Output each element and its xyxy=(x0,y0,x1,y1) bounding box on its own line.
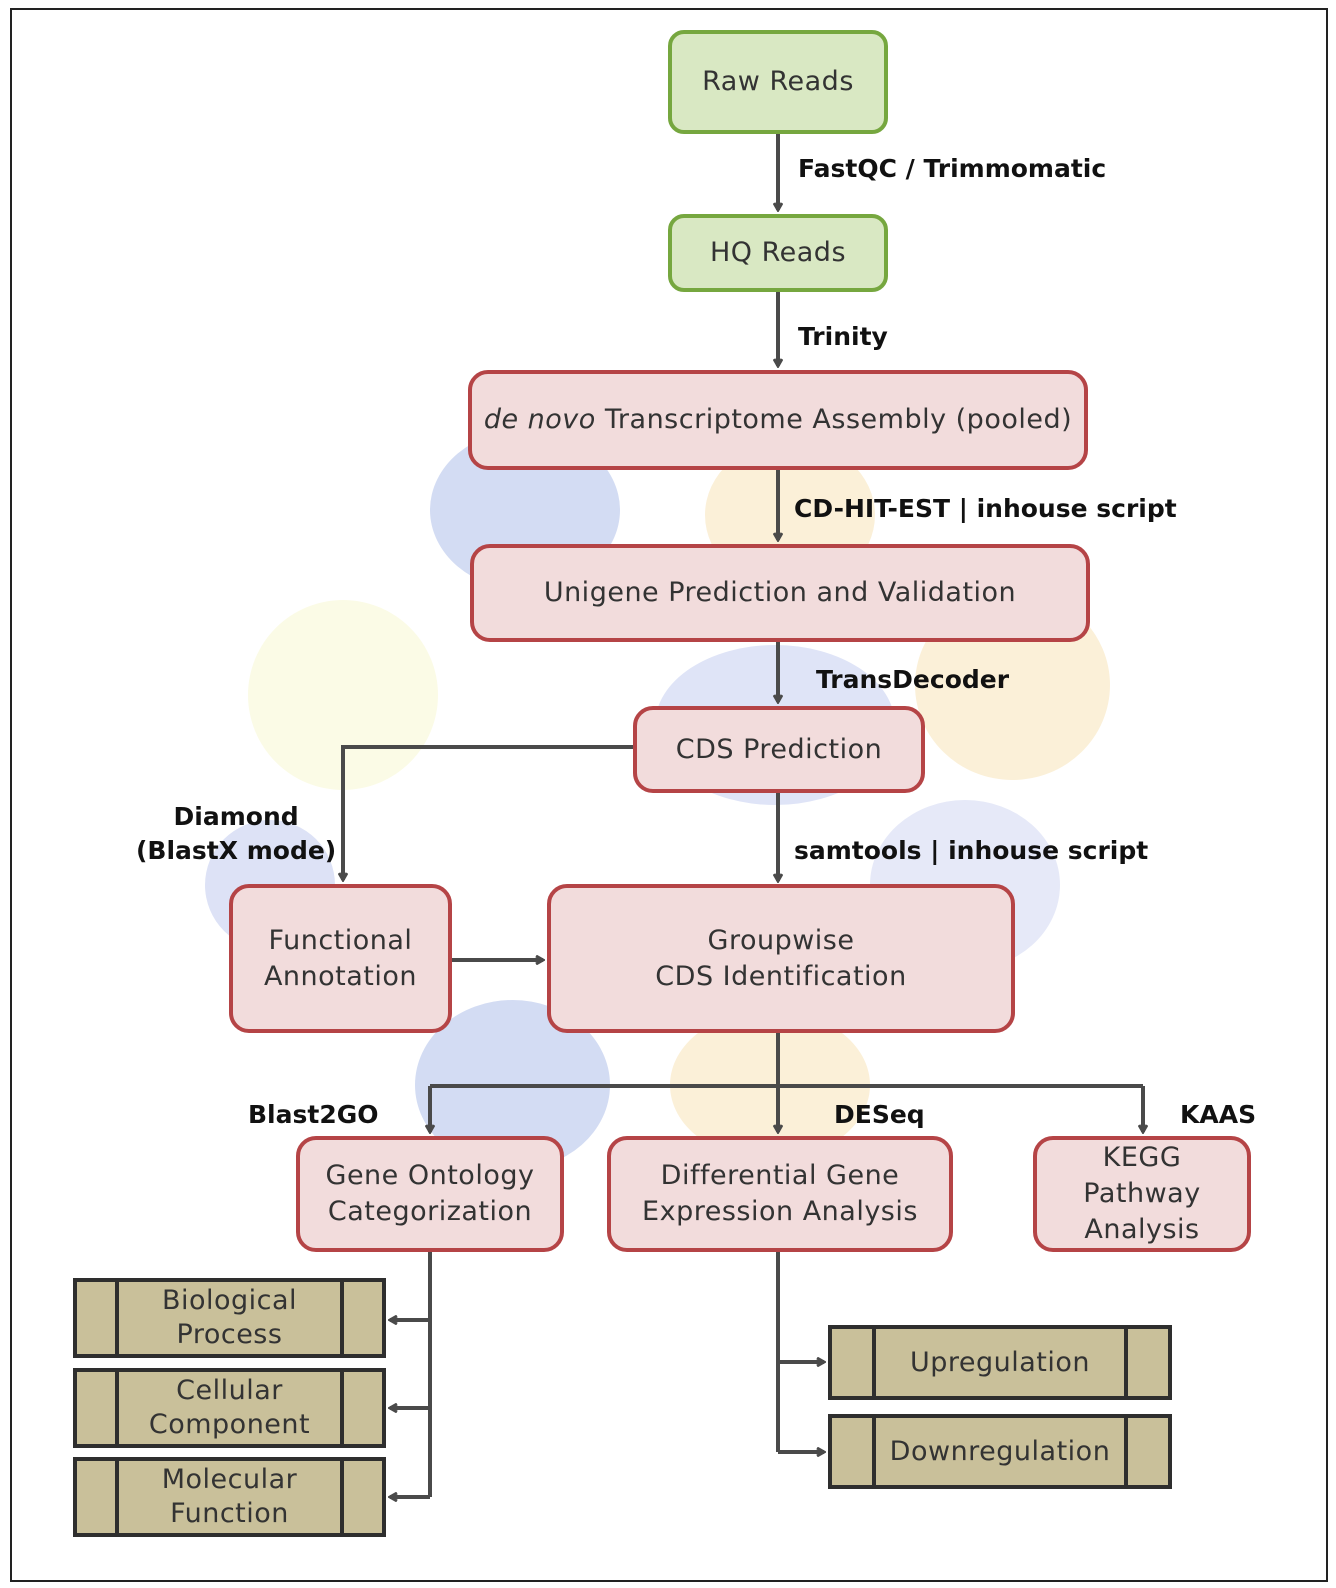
edge-label-blast2go: Blast2GO xyxy=(248,1100,379,1129)
node-kegg-pathway: KEGG Pathway Analysis xyxy=(1033,1136,1251,1252)
node-downregulation: Downregulation xyxy=(828,1414,1172,1489)
edge-label-kaas: KAAS xyxy=(1180,1100,1257,1129)
node-cellular-component: Cellular Component xyxy=(73,1368,386,1448)
node-assembly: de novo Transcriptome Assembly (pooled) xyxy=(468,370,1088,470)
edge-label-transdecoder: TransDecoder xyxy=(816,665,1010,694)
assembly-text: Transcriptome Assembly (pooled) xyxy=(595,404,1073,435)
box-bar-right xyxy=(340,1461,344,1533)
node-upregulation: Upregulation xyxy=(828,1325,1172,1400)
edge-label-cdhit: CD-HIT-EST | inhouse script xyxy=(794,494,1177,523)
edge-label-diamond: Diamond (BlastX mode) xyxy=(136,802,337,865)
box-bar-left xyxy=(115,1461,119,1533)
arrow-cds-to-functional xyxy=(343,745,633,880)
node-cds-prediction: CDS Prediction xyxy=(633,706,925,793)
box-bar-right xyxy=(340,1282,344,1354)
box-bar-right xyxy=(1124,1418,1128,1485)
node-differential-expression: Differential Gene Expression Analysis xyxy=(607,1136,953,1252)
box-bar-left xyxy=(872,1418,876,1485)
node-functional-annotation: Functional Annotation xyxy=(229,884,452,1033)
assembly-italic-text: de novo xyxy=(483,404,596,435)
edge-label-fastqc: FastQC / Trimmomatic xyxy=(798,154,1107,183)
box-bar-left xyxy=(115,1372,119,1444)
box-bar-left xyxy=(115,1282,119,1354)
node-groupwise-cds: Groupwise CDS Identification xyxy=(547,884,1015,1033)
edge-label-trinity: Trinity xyxy=(798,322,888,351)
node-hq-reads: HQ Reads xyxy=(668,214,888,292)
node-biological-process: Biological Process xyxy=(73,1278,386,1358)
node-raw-reads: Raw Reads xyxy=(668,30,888,134)
edge-label-samtools: samtools | inhouse script xyxy=(794,836,1149,865)
edge-label-deseq: DESeq xyxy=(834,1100,925,1129)
box-bar-right xyxy=(1124,1329,1128,1396)
box-bar-right xyxy=(340,1372,344,1444)
node-gene-ontology: Gene Ontology Categorization xyxy=(296,1136,564,1252)
box-bar-left xyxy=(872,1329,876,1396)
diagram-frame xyxy=(10,8,1328,1582)
node-unigene: Unigene Prediction and Validation xyxy=(470,544,1090,642)
node-molecular-function: Molecular Function xyxy=(73,1457,386,1537)
